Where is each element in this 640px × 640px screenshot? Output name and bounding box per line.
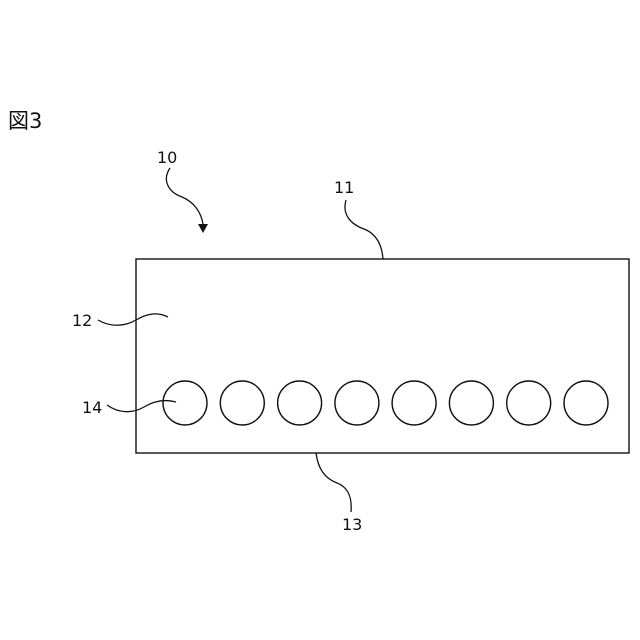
ref-label-11: 11 (334, 178, 354, 197)
hole-8 (564, 381, 608, 425)
hole-5 (392, 381, 436, 425)
ref-label-12: 12 (72, 311, 92, 330)
hole-1 (163, 381, 207, 425)
figure-label: 図3 (8, 109, 42, 133)
hole-4 (335, 381, 379, 425)
hole-3 (278, 381, 322, 425)
hole-row (163, 381, 608, 425)
arrowhead-10 (198, 224, 208, 233)
leader-line-10 (166, 168, 203, 224)
hole-2 (220, 381, 264, 425)
main-body-outline (136, 259, 629, 453)
ref-label-14: 14 (82, 398, 102, 417)
hole-7 (507, 381, 551, 425)
ref-label-13: 13 (342, 515, 362, 534)
ref-label-10: 10 (157, 148, 177, 167)
leader-line-13 (316, 453, 351, 512)
leader-line-11 (345, 200, 383, 259)
leader-line-12 (98, 314, 168, 325)
hole-6 (449, 381, 493, 425)
